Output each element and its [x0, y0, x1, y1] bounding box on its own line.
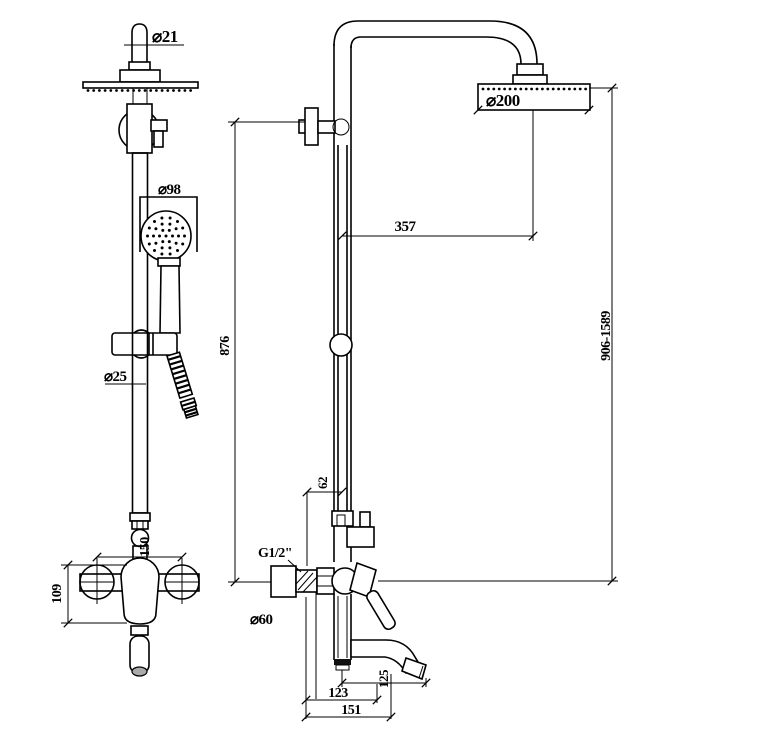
dim-label-rail-dia: ⌀25 — [104, 369, 127, 385]
mixer-valve-front — [79, 557, 200, 625]
dim-label-arm-reach: 357 — [395, 219, 417, 235]
tub-spout-side — [350, 639, 427, 681]
side-view: ⌀200 357 906-1589 876 62 G1/2" ⌀60 125 1… — [218, 20, 618, 722]
riser-connector-front — [129, 512, 151, 571]
dim-label-head-dia: ⌀200 — [486, 91, 520, 110]
diverter-side — [331, 510, 375, 548]
dim-label-spout-overall-reach: 151 — [341, 703, 361, 718]
dimensions-front: ⌀21 ⌀98 ⌀25 150 109 — [50, 27, 199, 628]
overhead-plate-front — [82, 81, 199, 105]
wall-bracket-side — [298, 107, 350, 146]
head-side-nozzles — [481, 87, 587, 91]
hand-shower — [139, 196, 198, 334]
mixer-valve-side — [270, 561, 377, 599]
hand-shower-spray-holes — [146, 216, 186, 256]
riser-column-side — [333, 44, 352, 562]
wall-mount-front — [118, 103, 168, 154]
hand-shower-hose — [166, 351, 199, 420]
dim-label-spout-drop: 125 — [376, 669, 391, 688]
dim-label-height-range: 906-1589 — [599, 311, 614, 361]
height-adjust-ring — [329, 333, 353, 357]
dimensions-side: ⌀200 357 906-1589 876 62 G1/2" ⌀60 125 1… — [218, 83, 618, 722]
dim-label-connection-thread: G1/2" — [258, 546, 292, 561]
dim-label-handshower-dia: ⌀98 — [158, 182, 181, 198]
dim-label-wall-offset: 62 — [315, 477, 330, 489]
hose-outlet-side — [333, 594, 352, 671]
valve-lever-side — [366, 589, 396, 631]
dim-label-spout-reach: 123 — [328, 686, 348, 701]
tub-spout-front — [129, 625, 150, 677]
slider-block — [111, 329, 178, 359]
head-plate-nozzles — [86, 89, 193, 92]
gooseneck-arm — [333, 20, 548, 85]
dim-label-column-height: 876 — [218, 336, 233, 356]
dim-label-escutcheon-dia: ⌀60 — [250, 612, 273, 628]
dim-label-valve-center-distance: 150 — [138, 537, 153, 557]
shower-arm-front — [119, 23, 161, 83]
front-view: ⌀21 ⌀98 ⌀25 150 109 — [50, 23, 200, 677]
dim-label-top-pipe-dia: ⌀21 — [152, 27, 178, 46]
overhead-head-side — [477, 83, 591, 111]
dim-label-valve-height: 109 — [50, 584, 65, 604]
